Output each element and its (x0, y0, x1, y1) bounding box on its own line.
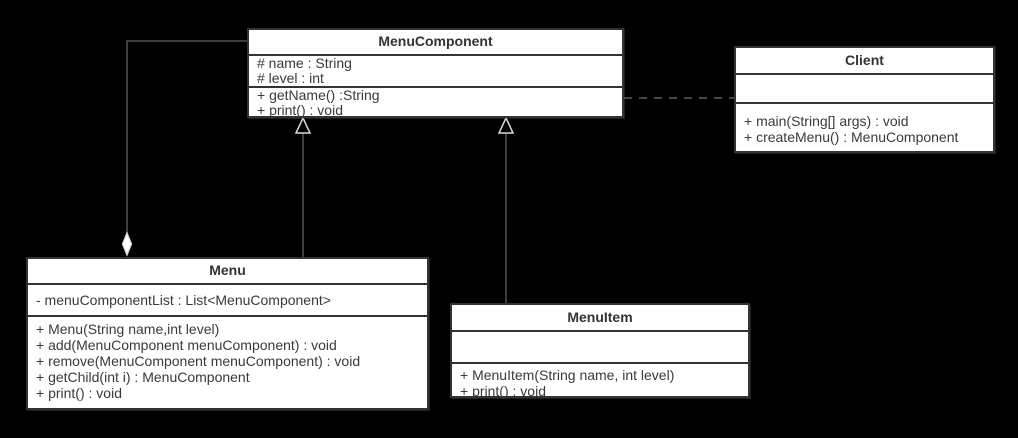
class-client-attributes (736, 75, 993, 104)
class-menucomponent-methods: + getName() :String+ print() : void (249, 88, 622, 118)
class-menucomponent[interactable]: MenuComponent # name : String# level : i… (247, 28, 624, 118)
class-menucomponent-title: MenuComponent (249, 30, 622, 56)
class-member-row: + main(String[] args) : void (744, 113, 909, 129)
hollow-triangle-icon (497, 116, 515, 134)
class-member-row: + Menu(String name,int level) (36, 321, 220, 337)
class-menu[interactable]: Menu - menuComponentList : List<MenuComp… (26, 257, 429, 410)
class-client-methods: + main(String[] args) : void+ createMenu… (736, 104, 993, 145)
class-member-row: + add(MenuComponent menuComponent) : voi… (36, 337, 337, 353)
class-member-row: # name : String (257, 55, 352, 71)
class-menuitem-methods: + MenuItem(String name, int level)+ prin… (452, 364, 748, 399)
class-member-row: # level : int (257, 70, 324, 86)
class-member-row: + print() : void (36, 385, 122, 401)
class-menuitem-title: MenuItem (452, 305, 748, 332)
aggregation-edge-menu-menucomponent[interactable] (126, 40, 247, 234)
class-member-row: + getName() :String (257, 87, 380, 103)
class-member-row: + print() : void (460, 383, 546, 399)
class-menu-title: Menu (28, 259, 427, 285)
class-member-row: + remove(MenuComponent menuComponent) : … (36, 353, 361, 369)
class-menucomponent-attributes: # name : String# level : int (249, 56, 622, 88)
class-menuitem-attributes (452, 332, 748, 364)
hollow-triangle-icon (294, 116, 312, 134)
class-client[interactable]: Client + main(String[] args) : void+ cre… (734, 46, 995, 153)
class-client-title: Client (736, 48, 993, 75)
class-menuitem[interactable]: MenuItem + MenuItem(String name, int lev… (450, 303, 750, 399)
class-menu-methods: + Menu(String name,int level)+ add(MenuC… (28, 317, 427, 401)
class-member-row: + print() : void (257, 102, 343, 118)
hollow-diamond-icon (121, 231, 133, 257)
class-member-row: + getChild(int i) : MenuComponent (36, 369, 250, 385)
class-menu-attributes: - menuComponentList : List<MenuComponent… (28, 285, 427, 317)
class-member-row: + MenuItem(String name, int level) (460, 367, 675, 383)
class-member-row: - menuComponentList : List<MenuComponent… (36, 292, 331, 308)
class-member-row: + createMenu() : MenuComponent (744, 129, 959, 145)
